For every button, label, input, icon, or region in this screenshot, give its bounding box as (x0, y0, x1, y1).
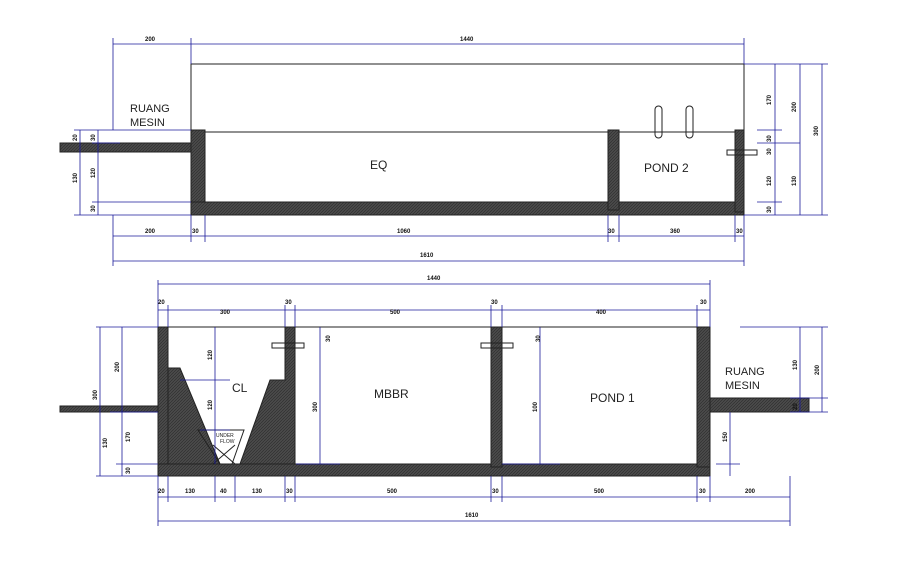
dim-label: 20 (158, 489, 165, 495)
top-section: RUANG MESIN EQ POND 2 200 1440 170 200 3… (59, 37, 828, 266)
dim-label: 30 (491, 300, 498, 306)
dim-label: 20 (73, 134, 79, 141)
dim-label: 30 (536, 335, 542, 342)
dim-label: 120 (91, 167, 97, 178)
dim-label: 30 (700, 300, 707, 306)
pipe-stub (480, 342, 514, 349)
dim-label: 30 (492, 489, 499, 495)
dim-label: 20 (793, 403, 799, 410)
dim-label: 200 (145, 229, 156, 235)
dim-label: 1610 (420, 253, 434, 259)
dim-label: 30 (736, 229, 743, 235)
dim-label: 130 (103, 437, 109, 448)
dim-label: 30 (126, 467, 132, 474)
pond2-right-wall (734, 129, 745, 213)
diffuser-icon (654, 105, 663, 139)
dim-label: 30 (286, 489, 293, 495)
dim-label: 300 (814, 125, 820, 136)
dim-label: 1060 (397, 229, 411, 235)
dim-label: 200 (792, 101, 798, 112)
cl-label: CL (232, 381, 248, 395)
dim-label: 1440 (460, 37, 474, 43)
dim-label: 130 (185, 489, 196, 495)
dim-label: 500 (594, 489, 605, 495)
diffuser-icon (685, 105, 694, 139)
dim-label: 30 (699, 489, 706, 495)
dim-label: 1610 (465, 513, 479, 519)
dim-label: 120 (208, 399, 214, 410)
dim-label: 360 (670, 229, 681, 235)
mbbr-label: MBBR (374, 387, 409, 401)
dim-label: 30 (767, 206, 773, 213)
eq-pond2-divider (607, 129, 620, 211)
cl-left-wall (157, 326, 169, 475)
dim-label: 120 (767, 175, 773, 186)
dim-label: 130 (793, 359, 799, 370)
dim-label: 120 (208, 349, 214, 360)
dim-label: 200 (815, 364, 821, 375)
pond1-label: POND 1 (590, 391, 635, 405)
dim-label: 40 (220, 489, 227, 495)
dim-label: 500 (390, 310, 401, 316)
dim-label: 130 (792, 175, 798, 186)
dim-label: 30 (326, 335, 332, 342)
pond2-label: POND 2 (644, 161, 689, 175)
bottom-section: CL MBBR POND 1 RUANG MESIN UNDER FLOW 14… (59, 276, 828, 526)
pond1-right-wall (696, 326, 711, 468)
dim-label: 30 (91, 205, 97, 212)
pipe-stub (726, 149, 758, 156)
eq-roof-outline (190, 63, 745, 133)
dim-label: 170 (767, 94, 773, 105)
ruang-mesin-label: MESIN (130, 117, 165, 129)
ruang-mesin-label: RUANG (130, 103, 170, 115)
dim-label: 200 (745, 489, 756, 495)
ruang-mesin-label: MESIN (725, 380, 760, 392)
dim-label: 1440 (427, 276, 441, 282)
dim-label: 130 (252, 489, 263, 495)
dim-label: 200 (115, 361, 121, 372)
top-bottom-slab (190, 201, 745, 216)
dim-label: 500 (387, 489, 398, 495)
dim-label: 30 (767, 135, 773, 142)
dim-label: 300 (93, 389, 99, 400)
dim-label: 200 (145, 37, 156, 43)
dim-label: 300 (313, 401, 319, 412)
ruang-mesin-label: RUANG (725, 366, 765, 378)
dim-label: 30 (608, 229, 615, 235)
dim-label: 150 (723, 431, 729, 442)
dim-label: 30 (192, 229, 199, 235)
dim-label: 30 (285, 300, 292, 306)
cl-hopper-left (167, 367, 221, 465)
underflow-label: UNDER (216, 433, 234, 439)
dim-label: 30 (767, 148, 773, 155)
dim-label: 400 (596, 310, 607, 316)
bottom-slab (157, 463, 711, 477)
pipe-stub (271, 342, 305, 349)
dim-label: 130 (73, 172, 79, 183)
underflow-label: FLOW (220, 439, 235, 445)
dim-label: 30 (91, 134, 97, 141)
eq-label: EQ (370, 158, 387, 172)
dim-label: 170 (126, 431, 132, 442)
dim-label: 300 (220, 310, 231, 316)
left-slab (59, 405, 161, 413)
dim-label: 20 (158, 300, 165, 306)
dim-label: 100 (533, 401, 539, 412)
